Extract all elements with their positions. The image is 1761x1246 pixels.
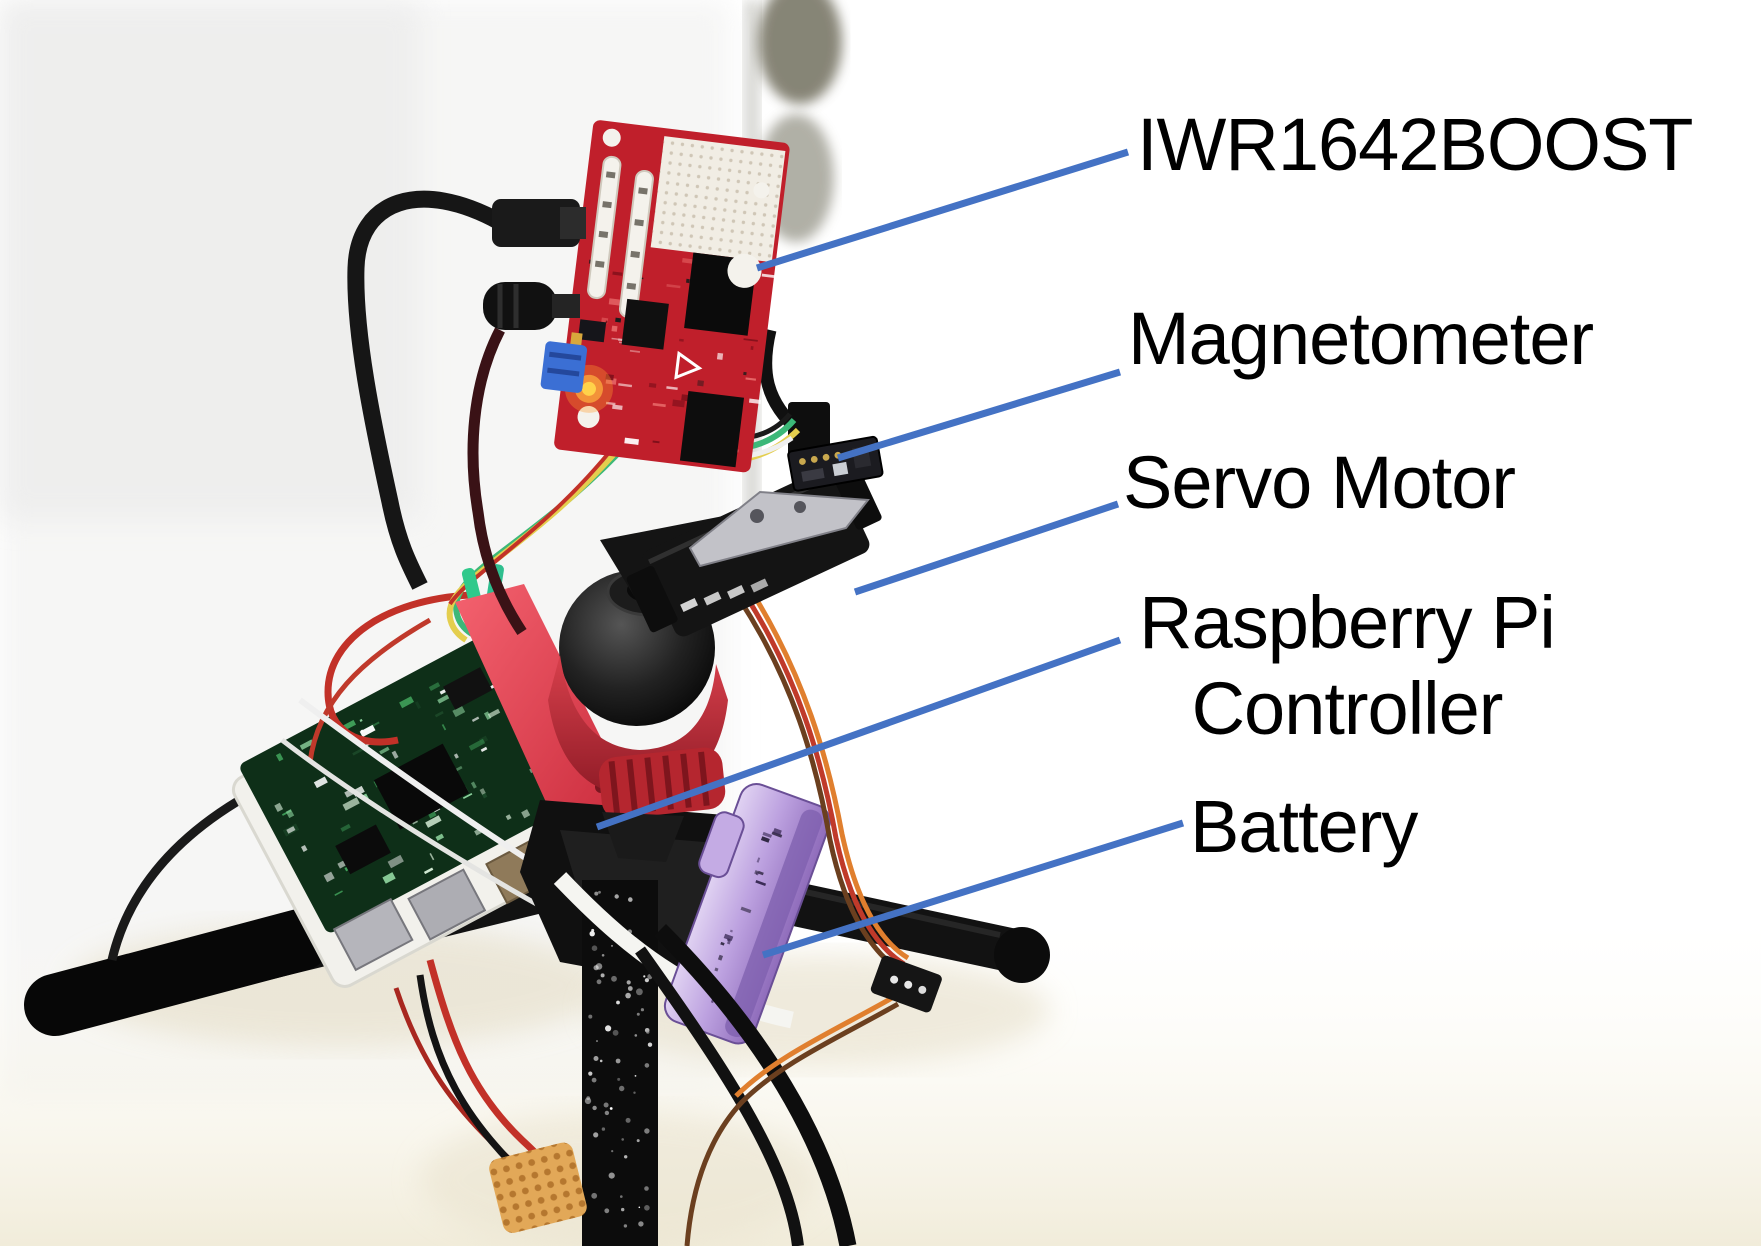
servo-bracket xyxy=(688,490,870,568)
radar-board-cables xyxy=(347,190,588,636)
iwr1642boost-board xyxy=(554,120,790,473)
leader-line-servo-motor xyxy=(853,500,1120,596)
pi-case-arm xyxy=(455,584,644,864)
servo-ribbon-cable xyxy=(684,590,910,1246)
usb-plug xyxy=(492,199,580,247)
leader-line-raspberry-pi xyxy=(595,636,1122,831)
barrel-connector xyxy=(483,282,580,330)
leader-line-battery xyxy=(761,819,1185,959)
bottom-cables xyxy=(393,923,857,1246)
flex-pcb-patch xyxy=(489,1142,587,1233)
leader-line-magnetometer xyxy=(836,368,1122,462)
label-raspberry-pi-controller: Raspberry Pi Controller xyxy=(1107,580,1587,752)
label-iwr1642boost: IWR1642BOOST xyxy=(1137,103,1694,186)
label-battery: Battery xyxy=(1190,785,1418,868)
label-raspberry-pi-line1: Raspberry Pi xyxy=(1139,581,1556,664)
leader-lines xyxy=(595,148,1185,959)
ball-head-knurled-ring xyxy=(598,747,726,819)
blue-connector xyxy=(540,341,588,393)
label-raspberry-pi-line2: Controller xyxy=(1191,667,1504,750)
servo-wire-connector xyxy=(870,955,942,1013)
label-magnetometer: Magnetometer xyxy=(1128,297,1594,380)
label-servo-motor: Servo Motor xyxy=(1123,441,1516,524)
leader-line-iwr1642boost xyxy=(755,148,1130,272)
